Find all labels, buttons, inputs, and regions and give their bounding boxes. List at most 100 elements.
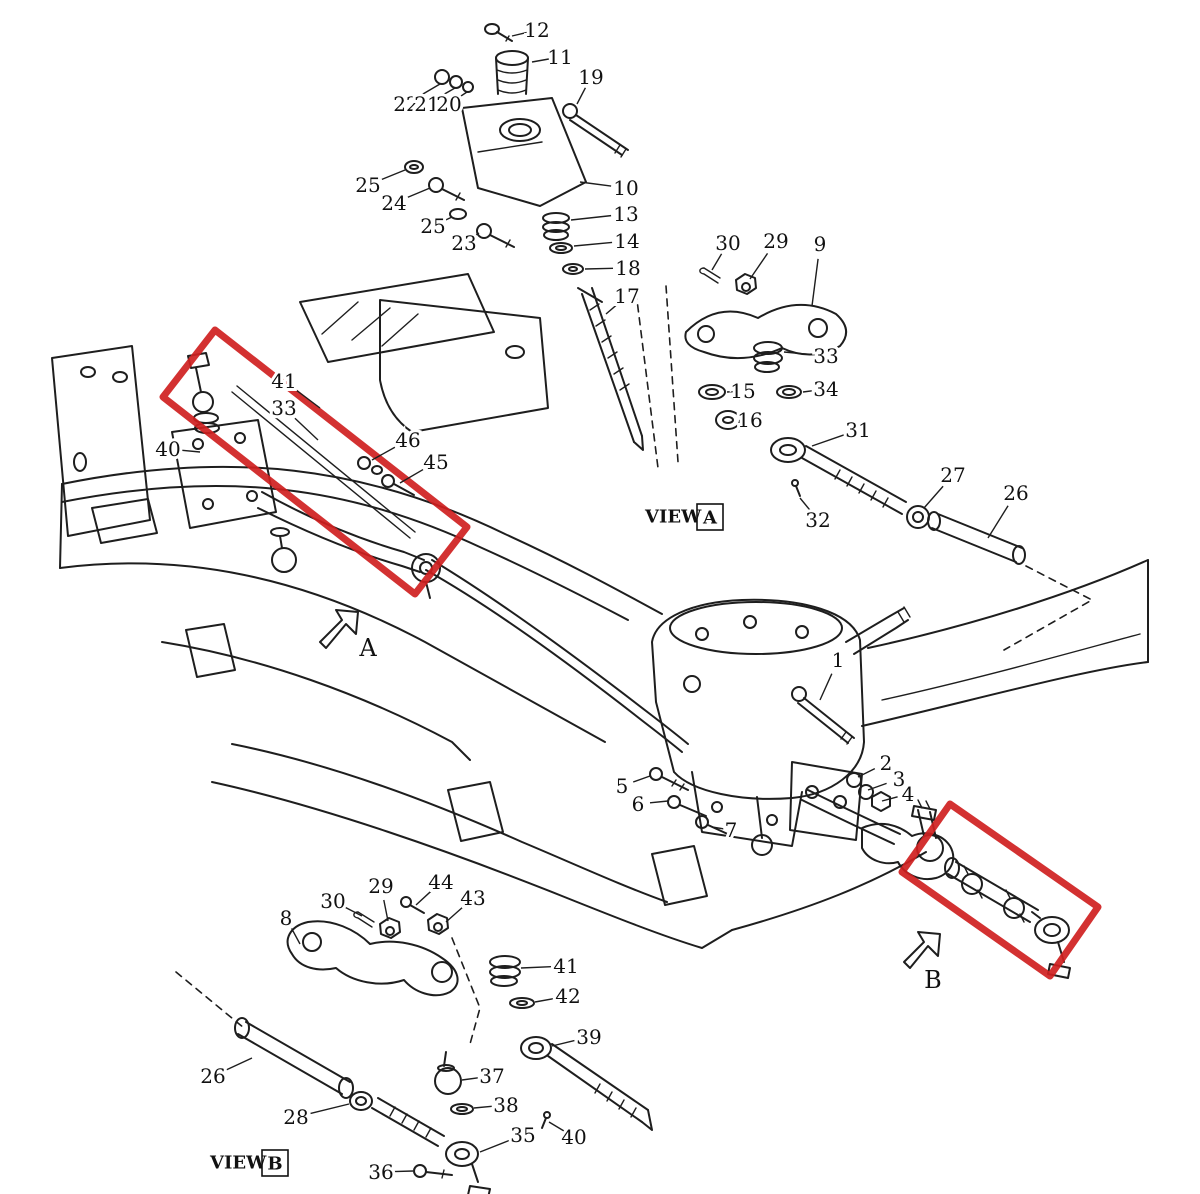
leader-line-37-46	[461, 1076, 481, 1081]
leader-line-13-9	[570, 214, 612, 221]
leader-line-25-10	[440, 216, 453, 224]
leader-line-33-27	[294, 417, 319, 441]
callout-8-42: 8	[280, 906, 293, 930]
callout-24-7: 24	[381, 191, 406, 215]
callout-35-50: 35	[510, 1123, 535, 1147]
arrow-b-icon	[903, 931, 941, 969]
leader-line-8-42	[290, 928, 301, 945]
callout-14-11: 14	[614, 229, 639, 253]
callout-15-19: 15	[730, 379, 755, 403]
callout-22-3: 22	[393, 92, 418, 116]
callout-36-52: 36	[368, 1160, 393, 1184]
leader-line-27-23	[923, 485, 944, 509]
view-label-text: VIEW	[644, 507, 702, 528]
leader-line-41-26	[295, 389, 321, 409]
right-tie-rod-highlight	[898, 800, 1102, 980]
right-tie-rod-assembly	[861, 799, 1071, 979]
callout-9-17: 9	[814, 232, 827, 256]
callout-44-40: 44	[428, 870, 453, 894]
column-support-parts	[404, 23, 644, 451]
leader-line-5-32	[632, 775, 651, 783]
view-letter-box	[261, 1149, 289, 1177]
left-idler-assembly-highlight	[159, 326, 471, 598]
callout-26-24: 26	[1003, 481, 1028, 505]
leader-line-36-52	[393, 1170, 414, 1173]
leader-line-43-41	[445, 907, 463, 923]
callout-3-36: 3	[893, 767, 906, 791]
view-a-idler-group	[635, 267, 1093, 651]
leader-line-45-30	[399, 468, 424, 484]
callout-6-33: 6	[632, 792, 645, 816]
callout-5-32: 5	[616, 774, 629, 798]
leader-line-31-22	[811, 434, 845, 447]
leader-line-10-8	[579, 181, 612, 187]
callout-45-30: 45	[423, 450, 448, 474]
leader-line-40-28	[180, 449, 201, 453]
view-label-text: VIEW	[209, 1153, 267, 1174]
steering-gear	[649, 598, 911, 856]
leader-line-26-24	[987, 505, 1009, 539]
leader-line-44-40	[415, 890, 432, 906]
leader-line-2-35	[857, 767, 876, 778]
callout-21-4: 21	[414, 92, 439, 116]
leader-line-29-16	[749, 252, 769, 280]
callout-13-9: 13	[613, 202, 638, 226]
leader-line-11-1	[531, 58, 549, 63]
leader-line-38-47	[473, 1105, 494, 1109]
arrow-letter-a: A	[358, 634, 377, 662]
leader-line-34-20	[802, 389, 817, 393]
callout-40-28: 40	[155, 437, 180, 461]
leader-line-32-25	[799, 497, 812, 512]
callout-25-10: 25	[420, 214, 445, 238]
callout-leader-lines	[180, 31, 1009, 1173]
leader-line-12-0	[511, 31, 528, 37]
callout-2-35: 2	[880, 751, 893, 775]
leader-line-22-3	[418, 83, 441, 97]
callout-34-20: 34	[813, 377, 838, 401]
leader-line-33-18	[783, 351, 812, 356]
callout-41-43: 41	[553, 954, 578, 978]
leader-line-41-43	[520, 965, 552, 969]
leader-line-40-51	[548, 1121, 565, 1132]
leader-line-46-29	[371, 446, 396, 461]
leader-line-19-2	[576, 87, 587, 105]
leader-line-25-6	[381, 169, 406, 181]
line-art	[51, 23, 1149, 1194]
callout-33-27: 33	[271, 396, 296, 420]
callout-12-0: 12	[524, 18, 549, 42]
leader-line-14-11	[573, 241, 613, 247]
callout-1-31: 1	[832, 648, 845, 672]
arrow-letter-b: B	[924, 966, 942, 994]
callout-18-13: 18	[615, 256, 640, 280]
leader-line-18-13	[584, 267, 614, 270]
callout-27-23: 27	[940, 463, 965, 487]
leader-line-17-14	[605, 302, 620, 315]
callout-43-41: 43	[460, 886, 485, 910]
view-letter-box	[696, 503, 724, 531]
leader-line-6-33	[649, 800, 669, 804]
callout-42-44: 42	[555, 984, 580, 1008]
highlight-annotations	[159, 326, 1102, 980]
callout-39-45: 39	[576, 1025, 601, 1049]
leader-line-9-17	[811, 258, 819, 307]
callout-19-2: 19	[578, 65, 603, 89]
leader-line-42-44	[534, 997, 555, 1003]
direction-arrows	[319, 609, 941, 969]
leader-line-30-38	[344, 906, 363, 917]
callout-25-6: 25	[355, 173, 380, 197]
view-letter-text: A	[702, 508, 718, 529]
leader-line-29-39	[383, 899, 389, 922]
leader-line-20-5	[455, 91, 468, 100]
callout-4-37: 4	[902, 782, 915, 806]
view-letter-text: B	[267, 1154, 282, 1175]
leader-line-21-4	[437, 87, 456, 99]
callout-17-14: 17	[614, 284, 639, 308]
callout-40-51: 40	[561, 1125, 586, 1149]
callout-7-34: 7	[725, 818, 738, 842]
leader-line-3-36	[867, 782, 887, 791]
